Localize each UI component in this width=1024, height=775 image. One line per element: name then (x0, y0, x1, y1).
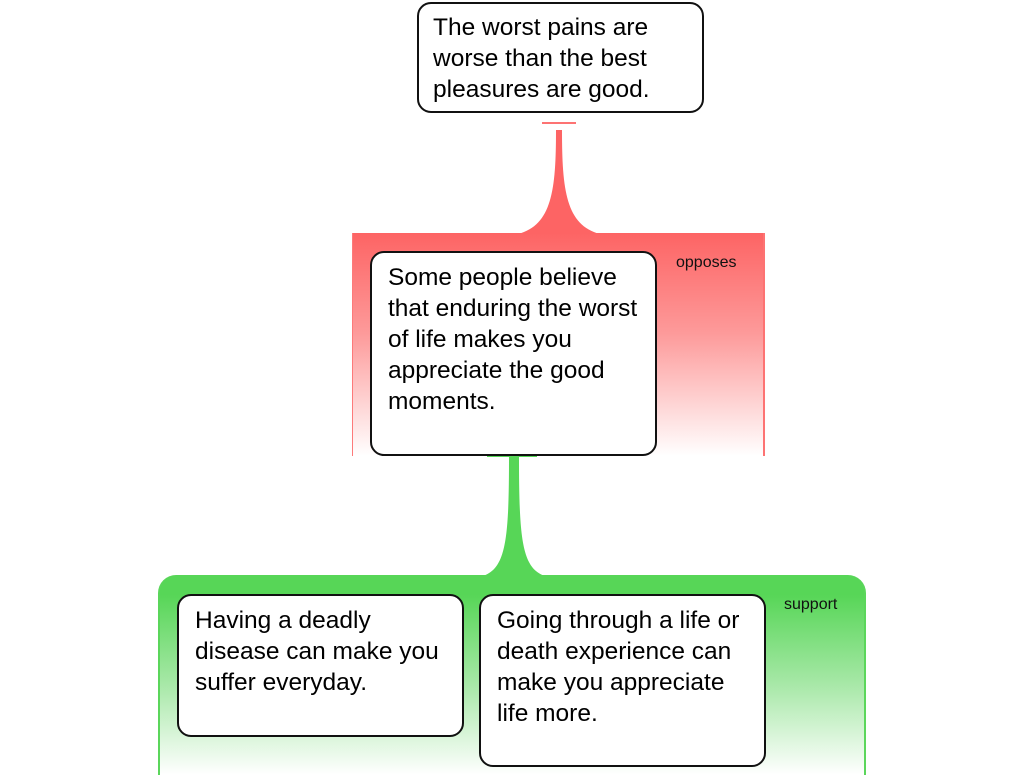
opposes-connector (518, 130, 600, 234)
supporting-node-text: Having a deadly disease can make you suf… (195, 607, 439, 696)
support-connector (483, 456, 545, 576)
claim-node[interactable]: The worst pains are worse than the best … (417, 2, 704, 113)
opposing-node[interactable]: Some people believe that enduring the wo… (370, 251, 657, 456)
opposing-node-text: Some people believe that enduring the wo… (388, 264, 638, 415)
support-label: support (784, 596, 838, 613)
supporting-node-1[interactable]: Having a deadly disease can make you suf… (177, 594, 464, 737)
supporting-node-text: Going through a life or death experience… (497, 607, 740, 727)
supporting-node-2[interactable]: Going through a life or death experience… (479, 594, 766, 767)
claim-text: The worst pains are worse than the best … (433, 14, 650, 103)
opposes-label: opposes (676, 254, 737, 271)
